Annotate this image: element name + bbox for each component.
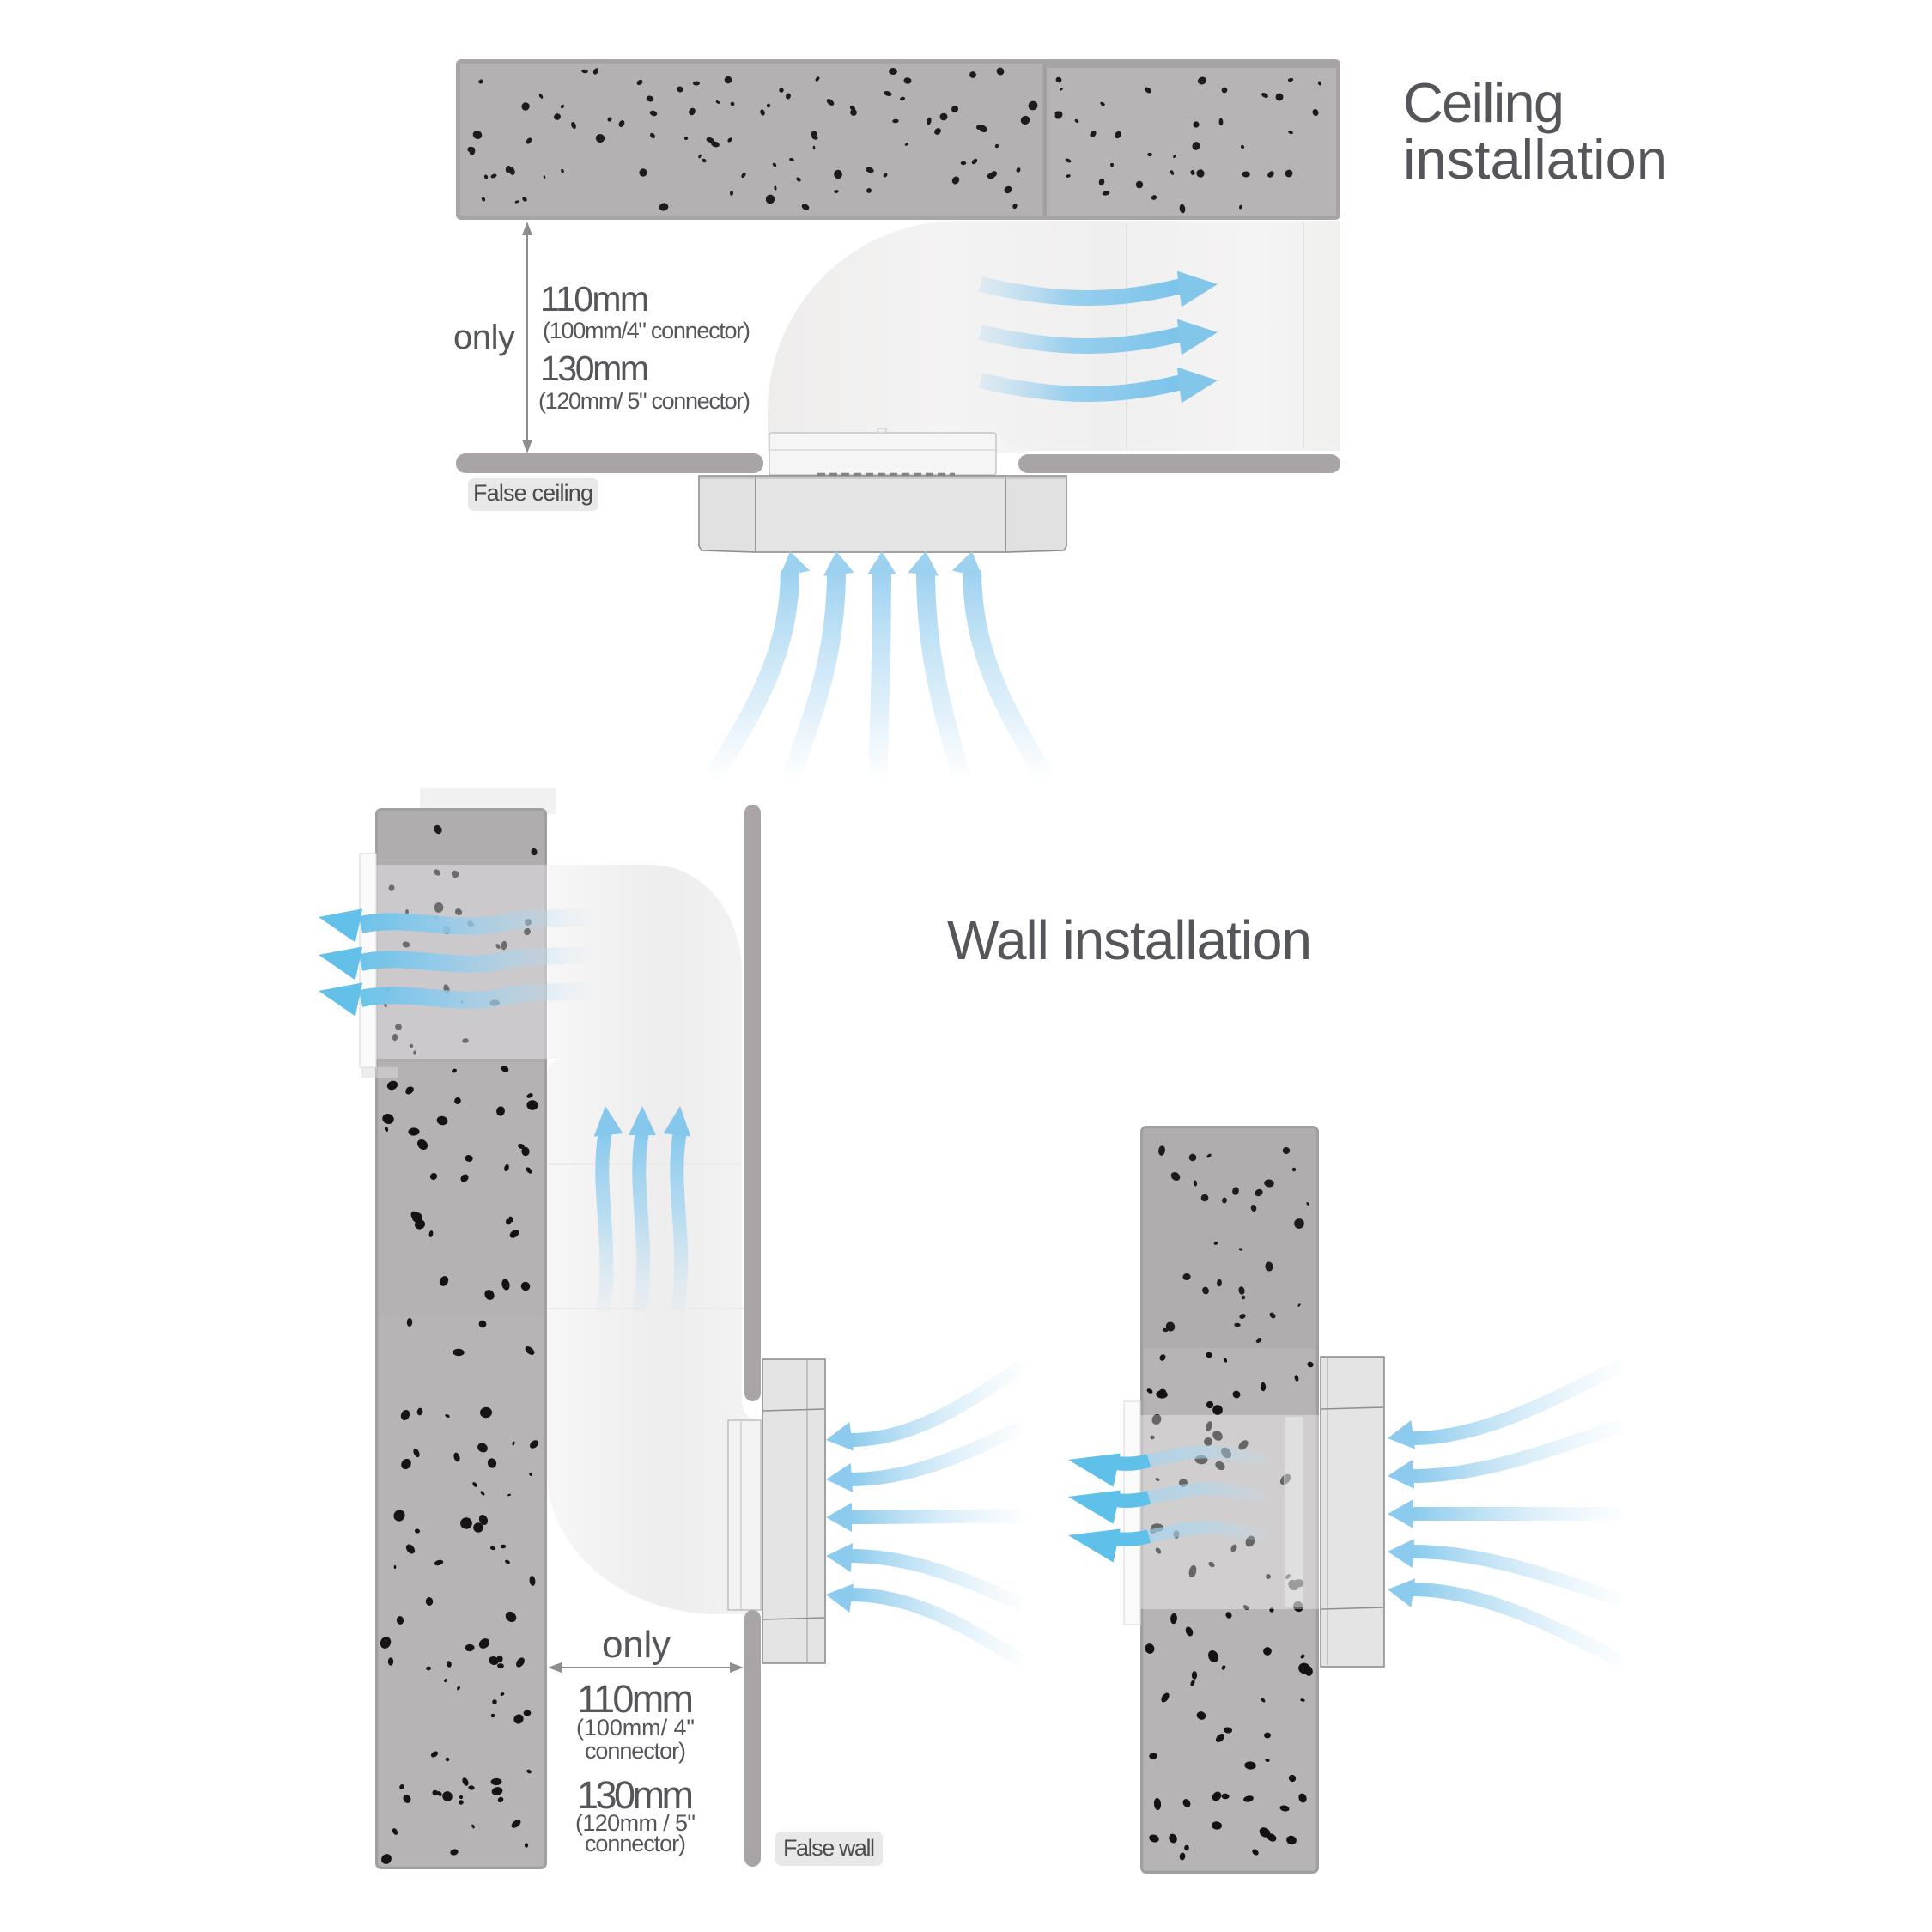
svg-text:110mm: 110mm (577, 1677, 694, 1721)
svg-text:connector): connector) (585, 1831, 686, 1856)
svg-text:Ceiling: Ceiling (1403, 71, 1564, 134)
svg-text:installation: installation (1403, 128, 1668, 191)
svg-text:130mm: 130mm (577, 1773, 694, 1817)
svg-text:(120mm / 5": (120mm / 5" (575, 1810, 696, 1836)
svg-text:False ceiling: False ceiling (473, 480, 593, 506)
svg-text:only: only (602, 1624, 671, 1666)
svg-text:(100mm/ 4": (100mm/ 4" (576, 1715, 695, 1741)
svg-text:False wall: False wall (783, 1835, 875, 1861)
svg-text:(100mm/4" connector): (100mm/4" connector) (543, 318, 750, 343)
svg-text:(120mm/ 5" connector): (120mm/ 5" connector) (538, 388, 750, 414)
svg-text:130mm: 130mm (540, 349, 649, 388)
svg-text:Wall installation: Wall installation (947, 909, 1312, 971)
svg-text:only: only (453, 319, 515, 356)
svg-text:connector): connector) (585, 1738, 686, 1764)
svg-text:110mm: 110mm (540, 279, 649, 319)
